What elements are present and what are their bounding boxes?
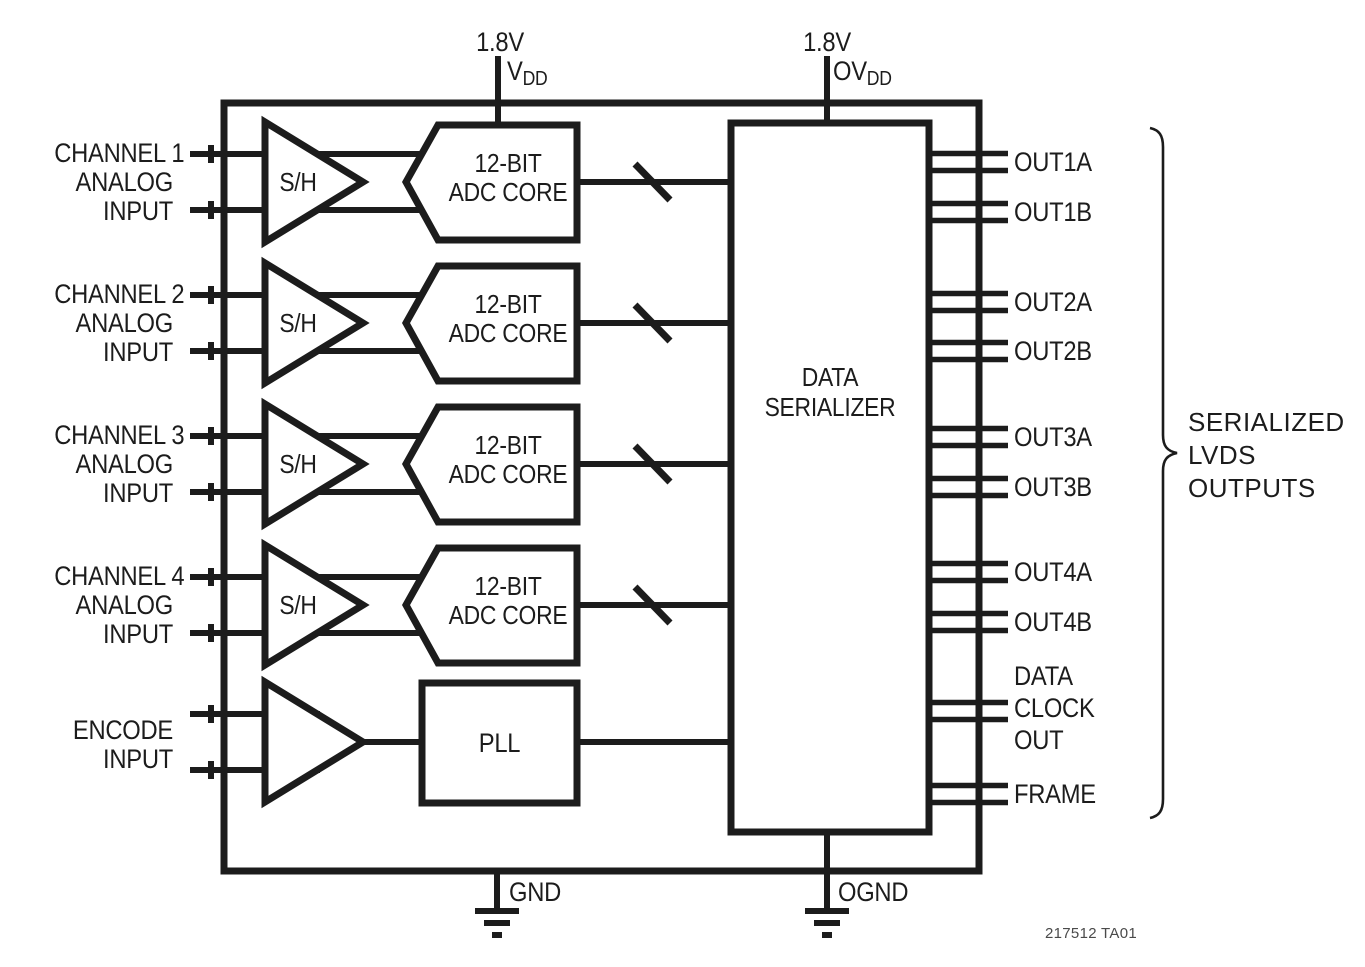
adc-core-label-3: 12-BIT ADC CORE	[438, 431, 579, 489]
adc-core-1	[401, 121, 581, 244]
output-label-frame: FRAME	[1014, 779, 1096, 809]
adc3-line2: ADC CORE	[448, 459, 568, 489]
channel3-label-line1: CHANNEL 3	[54, 420, 185, 450]
ovdd-voltage-label: 1.8V	[803, 27, 851, 57]
output-label-data-clock-out: DATA CLOCK OUT	[1014, 660, 1095, 756]
adc1-line1: 12-BIT	[474, 148, 542, 178]
channel4-label-line1: CHANNEL 4	[54, 561, 185, 591]
serializer-line1: DATA	[801, 362, 859, 392]
channel2-label-line3: INPUT	[103, 337, 173, 367]
outputs-brace	[1149, 126, 1178, 820]
adc-core-label-4: 12-BIT ADC CORE	[438, 572, 579, 630]
channel3-label-line3: INPUT	[103, 478, 173, 508]
figure-caption: 217512 TA01	[1045, 925, 1137, 942]
ovdd-pin-main: OV	[833, 56, 867, 86]
output-label-out3b: OUT3B	[1014, 472, 1092, 502]
encode-label-line2: INPUT	[103, 744, 173, 774]
data-serializer-label: DATA SERIALIZER	[743, 362, 917, 422]
lvds-pair-out3b	[929, 475, 1008, 499]
bus-slash	[632, 584, 673, 626]
outer-box	[220, 99, 983, 875]
channel4-input-label: CHANNEL 4 ANALOG INPUT	[54, 561, 185, 649]
encode-buffer	[261, 675, 370, 809]
channel2-label-line1: CHANNEL 2	[54, 279, 185, 309]
output-label-out1a: OUT1A	[1014, 147, 1092, 177]
ovdd-pin-sub: DD	[866, 68, 892, 90]
sh-label-1: S/H	[279, 167, 317, 197]
vdd-pin-sub: DD	[522, 68, 548, 90]
adc-core-label-1: 12-BIT ADC CORE	[438, 149, 579, 207]
vdd-pin-label: VDD	[507, 56, 548, 94]
lvds-pair-out3a	[929, 425, 1008, 449]
lvds-pair-data-clock	[929, 699, 1008, 723]
adc-core-3	[401, 403, 581, 526]
serialized-lvds-outputs-label: SERIALIZED LVDS OUTPUTS	[1188, 406, 1345, 505]
lvds-pair-out2a	[929, 290, 1008, 314]
bus-slash	[632, 161, 673, 203]
channel1-label-line2: ANALOG	[75, 167, 174, 197]
channel3-input-label: CHANNEL 3 ANALOG INPUT	[54, 420, 185, 508]
pll-box	[418, 679, 581, 807]
sh-label-3: S/H	[279, 449, 317, 479]
lvds-pair-out4a	[929, 560, 1008, 584]
data-serializer-box	[727, 119, 933, 836]
sh-amp-2	[261, 256, 370, 390]
adc-core-label-2: 12-BIT ADC CORE	[438, 290, 579, 348]
output-label-out1b: OUT1B	[1014, 197, 1092, 227]
ognd-label: OGND	[838, 877, 909, 907]
bus-slash	[632, 443, 673, 485]
output-label-out4b: OUT4B	[1014, 607, 1092, 637]
serializer-line2: SERIALIZER	[764, 392, 896, 422]
ovdd-pin-label: OVDD	[833, 57, 892, 94]
lvds-pair-out1a	[929, 150, 1008, 174]
pll-label: PLL	[478, 728, 521, 758]
channel1-label-line3: INPUT	[103, 196, 173, 226]
clock-label-line3: OUT	[1014, 725, 1064, 755]
channel1-input-label: CHANNEL 1 ANALOG INPUT	[54, 138, 185, 226]
sh-amp-3	[261, 397, 370, 531]
channel2-input-label: CHANNEL 2 ANALOG INPUT	[54, 279, 185, 367]
lvds-pair-frame	[929, 782, 1008, 806]
output-label-out2b: OUT2B	[1014, 336, 1092, 366]
channel2-label-line2: ANALOG	[75, 308, 174, 338]
ground-symbol-gnd	[475, 871, 519, 938]
group-label-line1: SERIALIZED	[1188, 407, 1345, 437]
encode-label-line1: ENCODE	[72, 715, 173, 745]
sh-label-4: S/H	[279, 590, 317, 620]
sh-amp-1	[261, 115, 370, 249]
ground-symbol-ognd	[805, 832, 849, 938]
vdd-voltage-label: 1.8V	[476, 27, 524, 57]
channel4-label-line3: INPUT	[103, 619, 173, 649]
encode-input-label: ENCODE INPUT	[54, 716, 173, 774]
adc2-line1: 12-BIT	[474, 289, 542, 319]
adc3-line1: 12-BIT	[474, 430, 542, 460]
channel1-label-line1: CHANNEL 1	[54, 138, 185, 168]
sh-amp-4	[261, 538, 370, 672]
vdd-pin-main: V	[507, 56, 523, 86]
gnd-label: GND	[509, 877, 562, 907]
adc1-line2: ADC CORE	[448, 177, 568, 207]
adc4-line2: ADC CORE	[448, 600, 568, 630]
sh-label-2: S/H	[279, 308, 317, 338]
lvds-pair-out4b	[929, 610, 1008, 634]
group-label-line3: OUTPUTS	[1188, 473, 1316, 503]
lvds-pair-out2b	[929, 339, 1008, 363]
output-label-out2a: OUT2A	[1014, 287, 1092, 317]
group-label-line2: LVDS	[1188, 440, 1256, 470]
output-label-out4a: OUT4A	[1014, 557, 1092, 587]
channel3-label-line2: ANALOG	[75, 449, 174, 479]
lvds-pair-out1b	[929, 200, 1008, 224]
output-label-out3a: OUT3A	[1014, 422, 1092, 452]
adc2-line2: ADC CORE	[448, 318, 568, 348]
adc-core-2	[401, 262, 581, 385]
channel4-label-line2: ANALOG	[75, 590, 174, 620]
adc4-line1: 12-BIT	[474, 571, 542, 601]
adc-core-4	[401, 544, 581, 667]
clock-label-line2: CLOCK	[1014, 693, 1095, 723]
clock-label-line1: DATA	[1014, 661, 1073, 691]
bus-slash	[632, 302, 673, 344]
